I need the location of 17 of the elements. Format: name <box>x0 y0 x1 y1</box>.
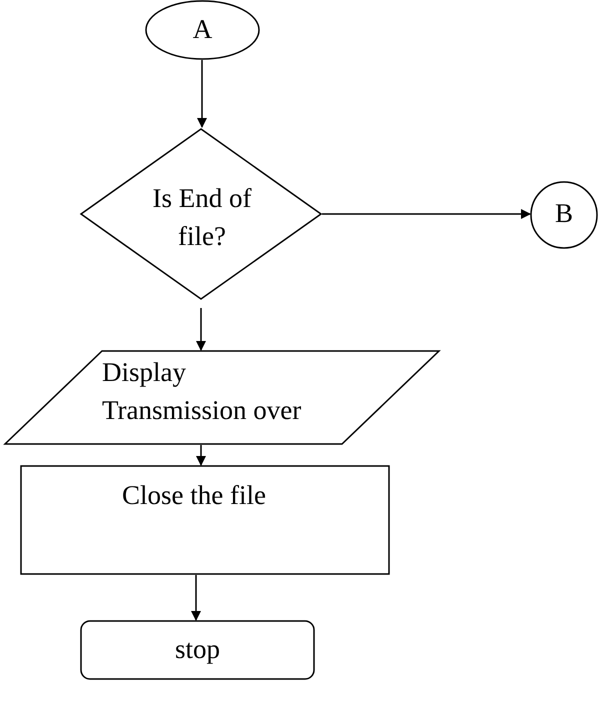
decision-diamond <box>80 128 322 300</box>
process-box <box>20 465 390 575</box>
arrow <box>196 445 206 466</box>
node-text: Close the file <box>122 479 267 512</box>
terminal-box <box>80 620 315 680</box>
node-text: Is End of file? <box>152 182 252 253</box>
node-text: Display Transmission over <box>102 356 302 427</box>
arrow <box>197 60 207 128</box>
arrow <box>322 209 531 219</box>
arrow <box>196 308 206 351</box>
node-text: B <box>554 197 574 230</box>
node-text: A <box>192 13 214 46</box>
connector-circle <box>530 181 598 249</box>
node-text: stop <box>174 633 221 666</box>
connector-circle <box>145 0 260 60</box>
arrow <box>191 575 201 621</box>
input-output-parallelogram <box>4 350 440 445</box>
